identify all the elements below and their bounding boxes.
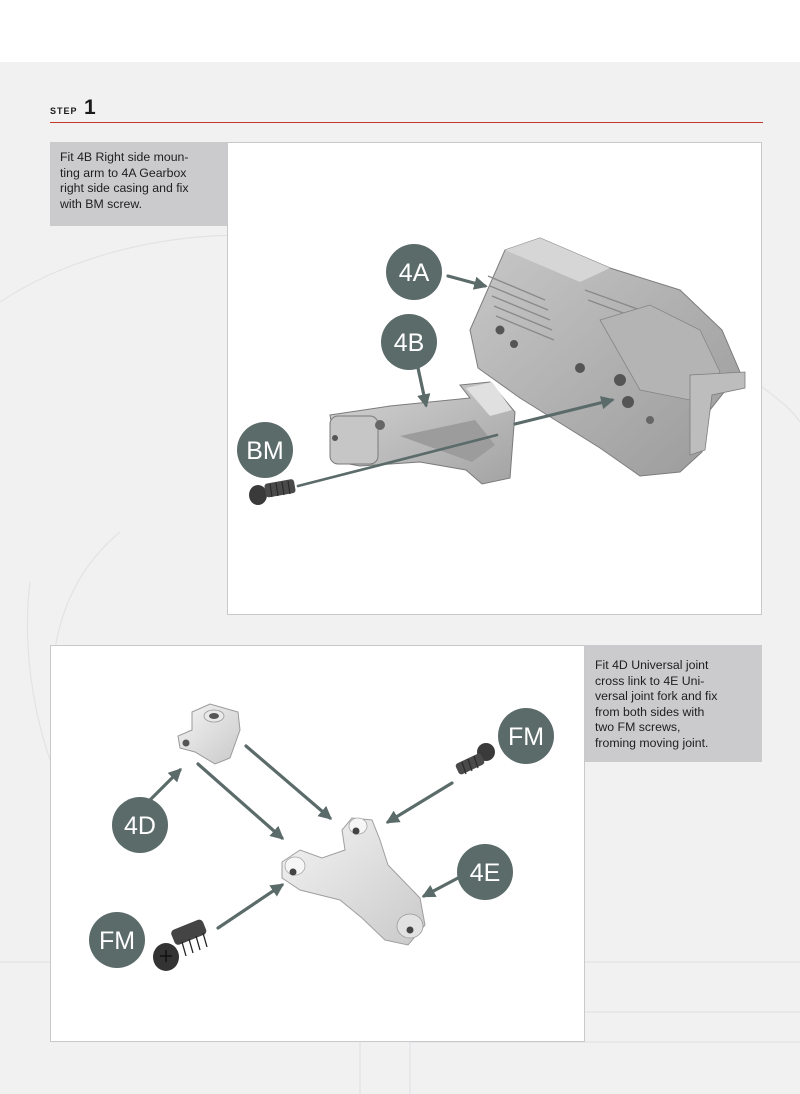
step-label: STEP <box>50 102 78 117</box>
mounting-arm-4b <box>329 381 516 485</box>
callout-4d-label: 4D <box>124 812 156 840</box>
instruction-line: from both sides with <box>595 704 705 719</box>
callout-4e: 4E <box>457 844 513 900</box>
callout-4b: 4B <box>381 314 437 370</box>
arrows-step2 <box>148 744 460 930</box>
callout-bm: BM <box>237 422 293 478</box>
instruction-line: ting arm to 4A Gearbox <box>60 165 187 180</box>
callout-bm-label: BM <box>246 437 284 465</box>
step-number: 1 <box>83 96 96 119</box>
instruction-line: versal joint fork and fix <box>595 689 718 703</box>
instruction-line: cross link to 4E Uni- <box>595 673 705 688</box>
screw-bm <box>249 479 296 505</box>
callout-4a-label: 4A <box>399 259 430 287</box>
callout-4d: 4D <box>112 797 168 853</box>
callout-fm-top-label: FM <box>508 723 544 751</box>
screw-fm-bottom <box>153 919 208 971</box>
screw-fm-top <box>455 743 495 775</box>
step-divider <box>50 122 763 123</box>
callout-4b-label: 4B <box>394 329 425 357</box>
callout-fm-top: FM <box>498 708 554 764</box>
page-top-band <box>0 0 800 62</box>
instruction-line: froming moving joint. <box>595 735 709 750</box>
instruction-line: two FM screws, <box>595 720 681 734</box>
instruction-line: with BM screw. <box>60 196 142 211</box>
instruction-note-gearbox: Fit 4B Right side moun- ting arm to 4A G… <box>50 142 227 226</box>
callout-4e-label: 4E <box>470 859 501 887</box>
instruction-line: Fit 4D Universal joint <box>595 658 709 672</box>
callout-fm-bottom: FM <box>89 912 145 968</box>
step-heading: STEP 1 <box>50 96 96 122</box>
gearbox-casing-4a <box>469 237 746 477</box>
callout-fm-bottom-label: FM <box>99 927 135 955</box>
instruction-note-universal-joint: Fit 4D Universal joint cross link to 4E … <box>585 645 762 762</box>
instruction-line: right side casing and fix <box>60 181 189 195</box>
callout-4a: 4A <box>386 244 442 300</box>
universal-joint-fork-4e <box>281 817 426 946</box>
arrows-step1 <box>296 274 615 488</box>
instruction-line: Fit 4B Right side moun- <box>60 150 189 164</box>
cross-link-4d <box>177 703 241 765</box>
